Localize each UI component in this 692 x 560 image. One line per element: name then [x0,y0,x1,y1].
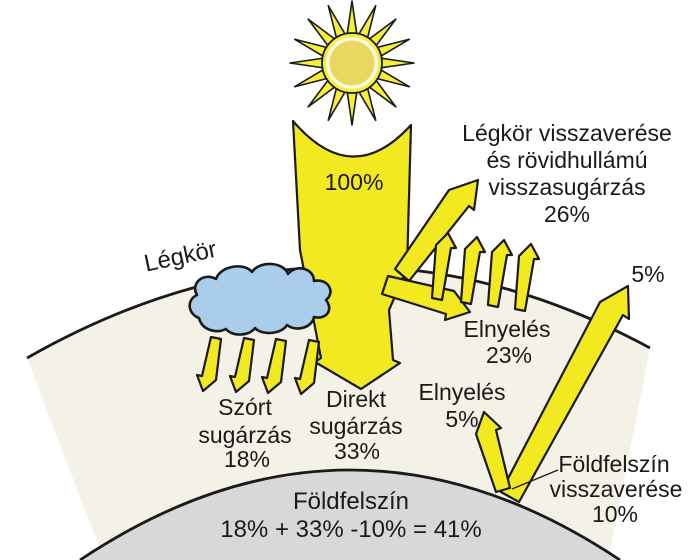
earth-surface-line [79,468,621,560]
svg-text:18% + 33% -10% = 41%: 18% + 33% -10% = 41% [220,516,482,543]
label-direct-radiation: Direkt sugárzás 33% [309,386,402,464]
svg-text:sugárzás: sugárzás [198,422,291,448]
svg-text:10%: 10% [592,501,638,527]
label-space-loss: 5% [631,261,664,287]
svg-text:23%: 23% [486,342,532,368]
label-atmosphere-reflection: Légkör visszaverése és rövidhullámú viss… [462,120,672,227]
svg-text:Direkt: Direkt [326,386,387,412]
cloud-icon [188,262,332,336]
svg-text:és rövidhullámú: és rövidhullámú [486,147,647,173]
svg-text:Elnyelés: Elnyelés [464,316,551,342]
svg-text:18%: 18% [224,446,270,472]
svg-text:5%: 5% [445,406,478,432]
svg-text:26%: 26% [544,201,590,227]
atmosphere-reflection-arrow [393,178,480,283]
label-absorption-atmosphere: Elnyelés 23% [464,316,551,368]
solar-input-arrow [291,119,413,391]
svg-text:Szórt: Szórt [218,394,272,420]
svg-text:sugárzás: sugárzás [309,413,402,439]
surface-absorption-arrow [474,410,512,494]
sun-icon [289,0,415,126]
label-absorption-near-surface: Elnyelés 5% [419,379,506,432]
svg-text:Földfelszín: Földfelszín [293,488,409,515]
label-scattered-radiation: Szórt sugárzás 18% [198,394,291,472]
surface-reflection-arrow [499,284,631,504]
label-atmosphere: Légkör [142,236,219,278]
svg-text:33%: 33% [334,438,380,464]
sun-core [329,40,375,86]
label-surface-reflection: Földfelszín visszaverése 10% [550,451,683,527]
label-solar-input: 100% [325,169,384,195]
svg-text:Légkör visszaverése: Légkör visszaverése [462,120,672,146]
svg-text:visszasugárzás: visszasugárzás [488,174,645,200]
svg-text:visszaverése: visszaverése [550,476,683,502]
svg-text:Földfelszín: Földfelszín [558,451,669,477]
svg-text:Elnyelés: Elnyelés [419,379,506,405]
label-surface: Földfelszín 18% + 33% -10% = 41% [220,488,482,543]
surface-reflection-callout-line [511,469,559,490]
atmosphere-absorption-arrow [380,274,472,322]
